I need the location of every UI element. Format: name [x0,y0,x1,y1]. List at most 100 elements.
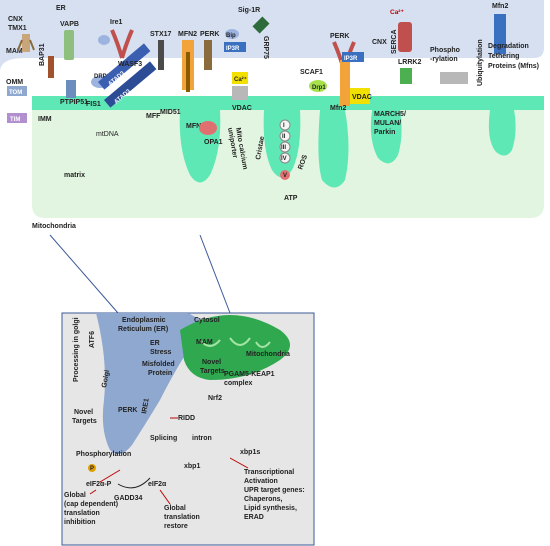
mid51-label: MID51 [160,109,181,116]
imm-label: IMM [38,116,52,123]
omm-label: OMM [6,79,23,86]
vapb-label: VAPB [60,21,79,28]
mfn2-mid-label: MFN2 [186,123,205,130]
sig1r-protein [252,16,270,34]
vdac2-protein [350,88,370,104]
complex-v [280,170,290,180]
serca-protein [398,22,412,52]
cnx-protein [22,34,30,52]
vapb-protein [64,30,74,60]
mitochondria-bottom-label: Mitochondria [246,351,290,358]
intron-label: intron [192,435,212,442]
phospho-protein [440,72,468,84]
cytosol-label: Cytosol [194,317,220,324]
er-stress-1: ER [150,340,160,347]
global-inhib-3: translation [64,510,100,517]
er-label: ER [56,5,66,12]
processing-label: Processing in golgi [73,317,80,382]
er-shape [96,313,210,454]
mff-label: MFF [146,113,161,120]
global-inhib-1: Global [64,492,86,499]
stx17-label: STX17 [150,31,172,38]
complex-ii [279,130,291,142]
ip3r2-label: IP3R [344,56,358,62]
stx17-protein [158,40,164,70]
ptpip51-protein [66,80,76,98]
ca2-label: Ca²⁺ [390,9,404,16]
arrow-phospho [99,469,121,483]
ire1-top-label: Ire1 [110,19,123,26]
novel-targets-r-1: Novel [202,359,221,366]
drp1b-protein [309,80,327,92]
perk2-label: PERK [330,33,349,40]
transcriptional-4: Chaperons, [244,496,283,503]
ros-label: ROS [297,154,309,171]
complex-iv-label: IV [281,156,287,162]
mito-cristae [199,337,271,348]
crista-4 [370,110,402,164]
misfolded-2: Protein [148,370,172,377]
global-inhib-4: inhibition [64,519,96,526]
complex-ii-label: II [282,134,286,140]
mito-shape [180,315,290,380]
eif2a-label: eIF2α [148,481,167,488]
mfn2-right-label: Mfn2 [492,3,508,10]
opa1-protein [199,121,217,135]
complex-iii [279,141,291,153]
ubiq-label: Ubiquitylation [477,39,484,86]
perk-top-protein [204,40,212,70]
serca-label: SERCA [391,29,398,54]
p-circle [88,464,96,472]
bap31-label: BAP31 [39,43,46,66]
scaf1-label: SCAF1 [300,69,323,76]
tmx1-label: TMX1 [8,25,27,32]
top-panel: MAM OMM IMM ER CNX TMX1 VAPB matrix Mito… [0,0,544,230]
mfn2-top-protein-2 [186,52,190,92]
cnx-protein-legs [17,39,35,51]
lrrk2-label: LRRK2 [398,59,421,66]
arrow-transcriptional [229,457,249,469]
nrf2-label: Nrf2 [208,395,222,402]
transcriptional-2: Activation [244,478,278,485]
complex-stack: I II III IV V [279,119,291,180]
grp75-label: GRP75 [262,36,269,59]
complex-v-label: V [283,173,287,179]
vdac1-protein [232,86,248,100]
degradation-label-1: Degradation [488,43,529,50]
arrow-restore [159,489,171,505]
lrrk2-protein [400,68,412,84]
mfn2b-label: Mfn2 [330,105,346,112]
xbp1-label: xbp1 [184,463,200,470]
ip3r-mid [224,42,246,52]
fis1-label: FIS1 [86,101,101,108]
mfn2-right-protein [494,14,506,54]
global-restore-1: Global [164,505,186,512]
splicing-label: Splicing [150,435,177,442]
mfn2b-protein [340,60,350,106]
global-inhib-2: (cap dependent) [64,501,118,508]
atp-label: ATP [284,195,298,202]
omm-membrane [32,96,544,110]
ridd-label: RIDD [178,415,195,422]
pgam5-label-2: complex [224,380,253,387]
misfolded-1: Misfolded [142,361,175,368]
mtdna-label: mtDNA [96,131,119,138]
novel-targets-l-1: Novel [74,409,93,416]
ire1-bottom-label: IRE1 [141,398,151,415]
atad3a-bar [98,43,151,90]
crista-3 [318,110,349,188]
atad3b-bar [104,61,157,108]
mitochondria-label: Mitochondria [32,223,76,230]
ptpip51-label: PTPIP51 [60,99,88,106]
callout-line-right [199,234,231,314]
crista-5 [488,110,516,156]
ca-top-box [232,72,248,84]
callout-line-left [49,234,119,314]
perk-bottom-label: PERK [118,407,137,414]
er-band [0,0,544,72]
complex-iv [279,152,291,164]
vdac2-label: VDAC [352,94,372,101]
cnx-label: CNX [8,16,23,23]
drp1b-label: Drp1 [312,85,326,91]
vdac1-label: VDAC [232,105,252,112]
